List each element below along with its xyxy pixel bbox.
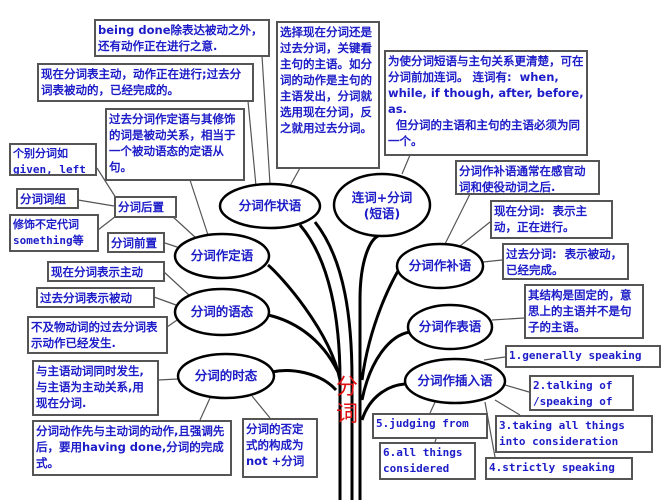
- note-individual: 个别分词如 given, left: [9, 143, 97, 176]
- note-taking-all-things: 3.taking all things into consideration: [495, 415, 653, 453]
- note-strictly-speaking: 4.strictly speaking: [485, 457, 633, 480]
- note-all-things-considered: 6.all things considered: [379, 442, 476, 480]
- note-conjunction: 为使分词短语与主句关系更清楚，可在分词前加连词。 连词有: when, whil…: [384, 50, 588, 156]
- note-perfect: 分词动作先与主动词的动作,且强调先后，要用having done,分词的完成式。: [32, 420, 232, 476]
- note-present-past: 现在分词表主动，动作正在进行;过去分词表被动的，已经完成的。: [37, 63, 254, 102]
- node-predicative: 分词作表语: [418, 319, 482, 334]
- node-tense: 分词的时态: [194, 368, 258, 383]
- note-preposition: 分词前置: [107, 232, 165, 253]
- node-adverbial: 分词作状语: [238, 198, 302, 213]
- note-active: 现在分词表示主动: [47, 261, 165, 282]
- note-complement: 分词作补语通常在感官动词和使役动词之后.: [455, 160, 600, 195]
- note-judging-from: 5.judging from: [372, 413, 488, 439]
- note-phrase: 分词词组: [16, 188, 79, 209]
- note-past-attributive: 过去分词作定语与其修饰的词是被动关系，相当于一个被动语态的定语从句。: [105, 108, 245, 181]
- note-simultaneous: 与主语动词同时发生,与主语为主动关系,用现在分词.: [32, 360, 159, 416]
- note-choose: 选择现在分词还是过去分词，关键看主句的主语。如分词的动作是主句的主语发出，分词就…: [276, 21, 380, 169]
- node-conjunction: 连词+分词 (短语): [351, 190, 413, 221]
- node-complement: 分词作补语: [408, 258, 472, 273]
- note-talking-of: 2.talking of /speaking of: [529, 375, 634, 411]
- note-complement-present: 现在分词: 表示主动，正在进行。: [490, 200, 613, 239]
- center-title: 分词: [334, 374, 360, 428]
- node-attributive: 分词作定语: [190, 248, 254, 263]
- note-postposition: 分词后置: [114, 196, 177, 218]
- note-intransitive: 不及物动词的过去分词表示动作已经发生.: [27, 316, 168, 354]
- note-predicative: 其结构是固定的，意思上的主语并不是句子的主语。: [524, 284, 644, 339]
- node-voice: 分词的语态: [190, 304, 254, 319]
- note-passive: 过去分词表示被动: [36, 287, 155, 308]
- note-complement-past: 过去分词: 表示被动，已经完成。: [502, 243, 629, 280]
- note-indefinite: 修饰不定代词 something等: [9, 214, 99, 252]
- node-parenthesis: 分词作插入语: [417, 373, 493, 388]
- center-title-char: 分: [335, 375, 358, 400]
- center-title-char: 词: [335, 402, 358, 427]
- note-being-done: being done除表达被动之外，还有动作正在进行之意.: [94, 19, 270, 57]
- note-generally-speaking: 1.generally speaking: [505, 345, 661, 368]
- note-negative: 分词的否定式的构成为 not +分词: [242, 418, 318, 478]
